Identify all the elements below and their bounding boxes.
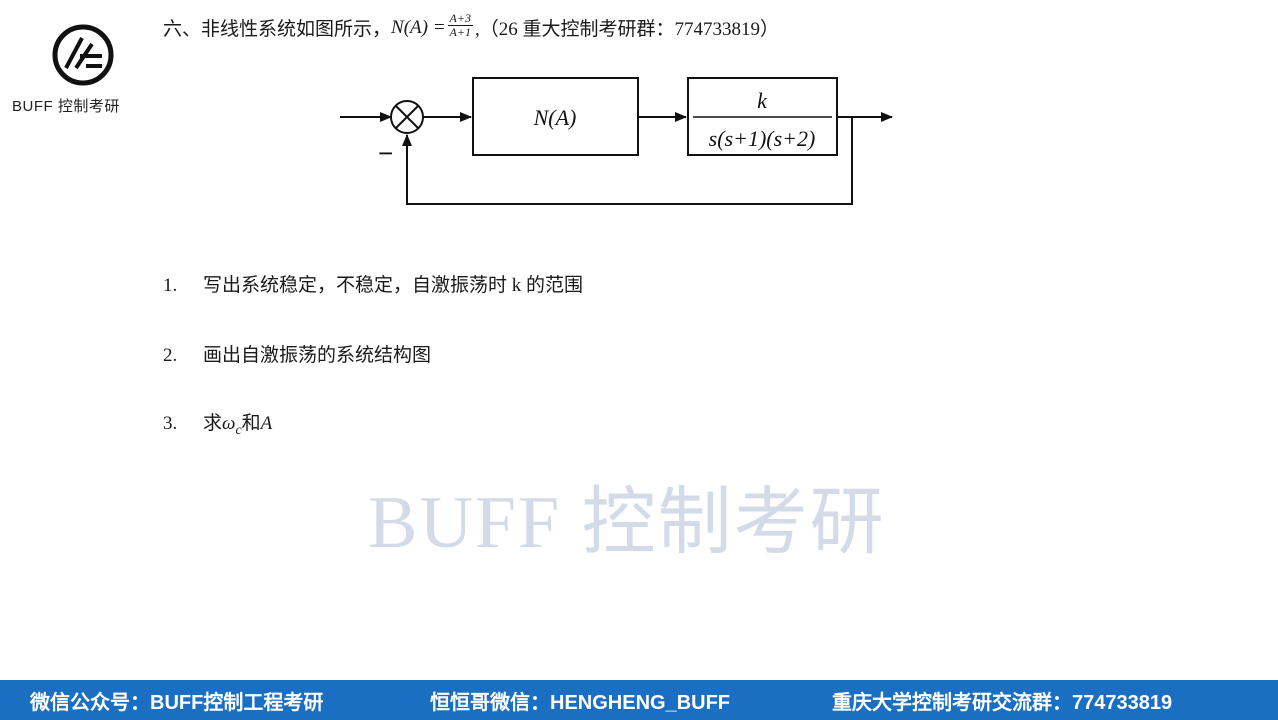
block-diagram: − N(A) k s(s+1)(s+2) [340, 77, 893, 205]
nonlinear-block-label: N(A) [533, 105, 577, 130]
summing-junction [390, 100, 424, 134]
formula-lhs: N(A) = [391, 16, 446, 38]
wechat-official-account: 微信公众号：BUFF控制工程考研 [30, 691, 324, 714]
item-number: 3. [163, 413, 178, 434]
list-item-1: 1. 写出系统稳定，不稳定，自激振荡时 k 的范围 [163, 270, 583, 297]
item-text-end: A [260, 413, 273, 434]
question-suffix: ,（26 重大控制考研群：774733819） [474, 19, 779, 40]
brand-logo: BUFF 控制考研 [8, 18, 148, 118]
formula-numerator: A+3 [447, 11, 473, 26]
personal-wechat: 恒恒哥微信：HENGHENG_BUFF [430, 691, 731, 714]
bottom-banner: 微信公众号：BUFF控制工程考研 恒恒哥微信：HENGHENG_BUFF 重庆大… [0, 680, 1278, 720]
item-text: 写出系统稳定，不稳定，自激振荡时 k 的范围 [203, 275, 584, 296]
omega-symbol: ω [222, 413, 236, 434]
watermark: BUFF 控制考研 [368, 482, 886, 564]
question-title: 六、非线性系统如图所示， N(A) = A+3 A+1 ,（26 重大控制考研群… [163, 11, 779, 41]
logo-text: BUFF 控制考研 [12, 98, 120, 115]
item-text: 画出自激振荡的系统结构图 [203, 345, 432, 366]
question-prefix: 六、非线性系统如图所示， [163, 19, 392, 40]
feedback-sign: − [378, 138, 393, 168]
feedback-path [402, 117, 853, 205]
item-text-prefix: 求 [203, 413, 223, 434]
formula-fraction: A+3 A+1 [447, 11, 473, 39]
buff-logo-icon [52, 24, 114, 86]
omega-subscript: c [235, 422, 242, 438]
item-number: 2. [163, 345, 178, 366]
list-item-3: 3. 求ωc和A [163, 408, 272, 439]
item-number: 1. [163, 275, 178, 296]
list-item-2: 2. 画出自激振荡的系统结构图 [163, 340, 431, 367]
nonlinear-block [472, 77, 639, 156]
qq-group: 重庆大学控制考研交流群：774733819 [832, 691, 1173, 714]
formula-denominator: A+1 [449, 25, 471, 39]
linear-block-numerator: k [757, 88, 768, 113]
linear-block-denominator: s(s+1)(s+2) [709, 126, 816, 151]
item-text-mid: 和 [241, 413, 261, 434]
